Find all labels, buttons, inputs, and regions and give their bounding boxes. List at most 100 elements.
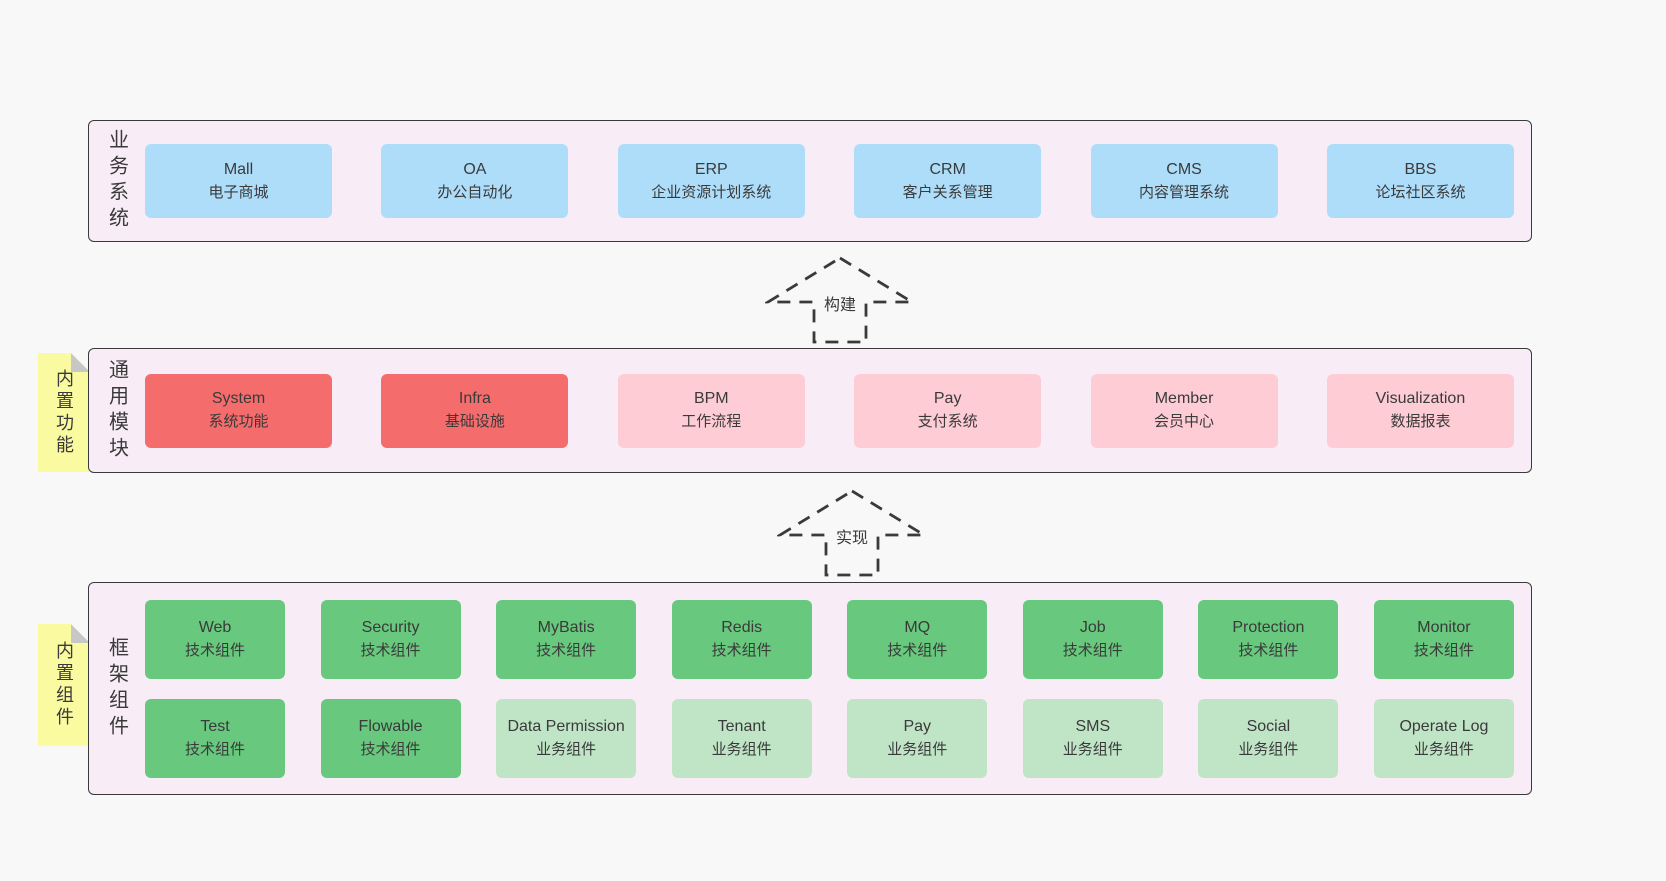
box-title: MyBatis bbox=[537, 618, 595, 636]
box-subtitle: 论坛社区系统 bbox=[1375, 183, 1466, 201]
layer-side-label-business: 业务系统 bbox=[89, 121, 145, 241]
box-title: CRM bbox=[929, 160, 966, 178]
sticky-tag-builtin-features: 内置功能 bbox=[38, 353, 90, 472]
box-subtitle: 技术组件 bbox=[887, 641, 948, 659]
box-title: Visualization bbox=[1375, 390, 1466, 408]
box-system: System 系统功能 bbox=[145, 373, 332, 448]
box-monitor: Monitor 技术组件 bbox=[1373, 599, 1514, 679]
box-subtitle: 办公自动化 bbox=[437, 183, 513, 201]
box-subtitle: 客户关系管理 bbox=[902, 183, 993, 201]
box-operate-log: Operate Log 业务组件 bbox=[1373, 698, 1514, 778]
box-erp: ERP 企业资源计划系统 bbox=[617, 144, 805, 218]
box-title: Pay bbox=[903, 717, 932, 735]
box-title: BPM bbox=[693, 390, 729, 408]
box-subtitle: 系统功能 bbox=[208, 413, 269, 431]
box-title: Monitor bbox=[1417, 618, 1471, 636]
box-security: Security 技术组件 bbox=[320, 599, 461, 679]
box-title: Operate Log bbox=[1399, 717, 1489, 735]
box-subtitle: 内容管理系统 bbox=[1139, 183, 1230, 201]
component-row: Mall 电子商城 OA 办公自动化 ERP 企业资源计划系统 CRM 客户关系管理 CMS 内容… bbox=[145, 144, 1514, 218]
layer-side-label-framework: 框架组件 bbox=[89, 583, 145, 794]
sticky-tag-builtin-components: 内置组件 bbox=[38, 624, 90, 746]
arrow-implement-label: 实现 bbox=[832, 524, 872, 549]
box-title: System bbox=[211, 390, 266, 408]
box-job: Job 技术组件 bbox=[1022, 599, 1163, 679]
box-bbs: BBS 论坛社区系统 bbox=[1326, 144, 1514, 218]
box-subtitle: 技术组件 bbox=[360, 641, 421, 659]
box-social: Social 业务组件 bbox=[1198, 698, 1339, 778]
box-protection: Protection 技术组件 bbox=[1198, 599, 1339, 679]
layer-side-label-text: 通用模块 bbox=[105, 358, 128, 463]
box-web: Web 技术组件 bbox=[145, 599, 285, 679]
layer-business-systems: 业务系统 Mall 电子商城 OA 办公自动化 ERP 企业资源计划系统 CRM 客户关系管理… bbox=[88, 120, 1532, 242]
box-subtitle: 技术组件 bbox=[1413, 641, 1474, 659]
box-title: Flowable bbox=[358, 717, 423, 735]
box-subtitle: 业务组件 bbox=[711, 740, 772, 758]
box-subtitle: 工作流程 bbox=[681, 413, 742, 431]
box-tenant: Tenant 业务组件 bbox=[671, 698, 812, 778]
box-oa: OA 办公自动化 bbox=[381, 144, 569, 218]
box-subtitle: 技术组件 bbox=[536, 641, 597, 659]
box-subtitle: 数据报表 bbox=[1390, 413, 1451, 431]
box-title: MQ bbox=[904, 618, 931, 636]
layer-side-label-common: 通用模块 bbox=[89, 349, 145, 472]
box-title: SMS bbox=[1075, 717, 1111, 735]
arrow-build-label: 构建 bbox=[820, 291, 860, 316]
sticky-tag-builtin-features-label: 内置功能 bbox=[54, 368, 74, 457]
box-title: Web bbox=[198, 618, 232, 636]
box-crm: CRM 客户关系管理 bbox=[854, 144, 1042, 218]
box-pay: Pay 支付系统 bbox=[854, 373, 1042, 448]
box-visualization: Visualization 数据报表 bbox=[1326, 373, 1514, 448]
box-title: Security bbox=[361, 618, 420, 636]
box-title: BBS bbox=[1404, 160, 1437, 178]
box-title: Member bbox=[1154, 390, 1214, 408]
box-subtitle: 技术组件 bbox=[360, 740, 421, 758]
box-data-permission: Data Permission 业务组件 bbox=[496, 698, 637, 778]
box-infra: Infra 基础设施 bbox=[381, 373, 569, 448]
layer-side-label-text: 业务系统 bbox=[105, 129, 128, 233]
box-subtitle: 技术组件 bbox=[1238, 641, 1299, 659]
box-subtitle: 技术组件 bbox=[711, 641, 772, 659]
sticky-tag-builtin-components-label: 内置组件 bbox=[54, 641, 74, 729]
box-subtitle: 电子商城 bbox=[208, 183, 269, 201]
box-subtitle: 业务组件 bbox=[536, 740, 597, 758]
box-subtitle: 支付系统 bbox=[917, 413, 978, 431]
common-modules-boxes: System 系统功能 Infra 基础设施 BPM 工作流程 Pay 支付系统 Member 会… bbox=[145, 349, 1531, 472]
box-title: CMS bbox=[1166, 160, 1202, 178]
box-title: Test bbox=[200, 717, 230, 735]
box-subtitle: 技术组件 bbox=[184, 641, 245, 659]
box-subtitle: 业务组件 bbox=[1413, 740, 1474, 758]
arrow-implement: 实现 bbox=[777, 488, 927, 578]
box-title: ERP bbox=[694, 160, 728, 178]
box-subtitle: 业务组件 bbox=[1238, 740, 1299, 758]
box-subtitle: 技术组件 bbox=[184, 740, 245, 758]
box-title: Job bbox=[1079, 618, 1106, 636]
box-subtitle: 企业资源计划系统 bbox=[651, 183, 772, 201]
box-title: Pay bbox=[933, 390, 962, 408]
box-title: Tenant bbox=[717, 717, 766, 735]
arrow-build: 构建 bbox=[765, 255, 915, 345]
box-bpm: BPM 工作流程 bbox=[617, 373, 805, 448]
box-title: Mall bbox=[223, 160, 254, 178]
box-subtitle: 会员中心 bbox=[1154, 413, 1215, 431]
box-title: Protection bbox=[1232, 618, 1305, 636]
box-member: Member 会员中心 bbox=[1090, 373, 1278, 448]
box-mall: Mall 电子商城 bbox=[145, 144, 332, 218]
box-title: Infra bbox=[458, 390, 491, 408]
box-subtitle: 基础设施 bbox=[444, 413, 505, 431]
box-subtitle: 技术组件 bbox=[1062, 641, 1123, 659]
box-mybatis: MyBatis 技术组件 bbox=[496, 599, 637, 679]
box-title: OA bbox=[463, 160, 487, 178]
component-row: System 系统功能 Infra 基础设施 BPM 工作流程 Pay 支付系统 Member 会… bbox=[145, 373, 1514, 448]
box-cms: CMS 内容管理系统 bbox=[1090, 144, 1278, 218]
box-title: Data Permission bbox=[507, 717, 625, 735]
box-title: Social bbox=[1246, 717, 1291, 735]
box-flowable: Flowable 技术组件 bbox=[320, 698, 461, 778]
